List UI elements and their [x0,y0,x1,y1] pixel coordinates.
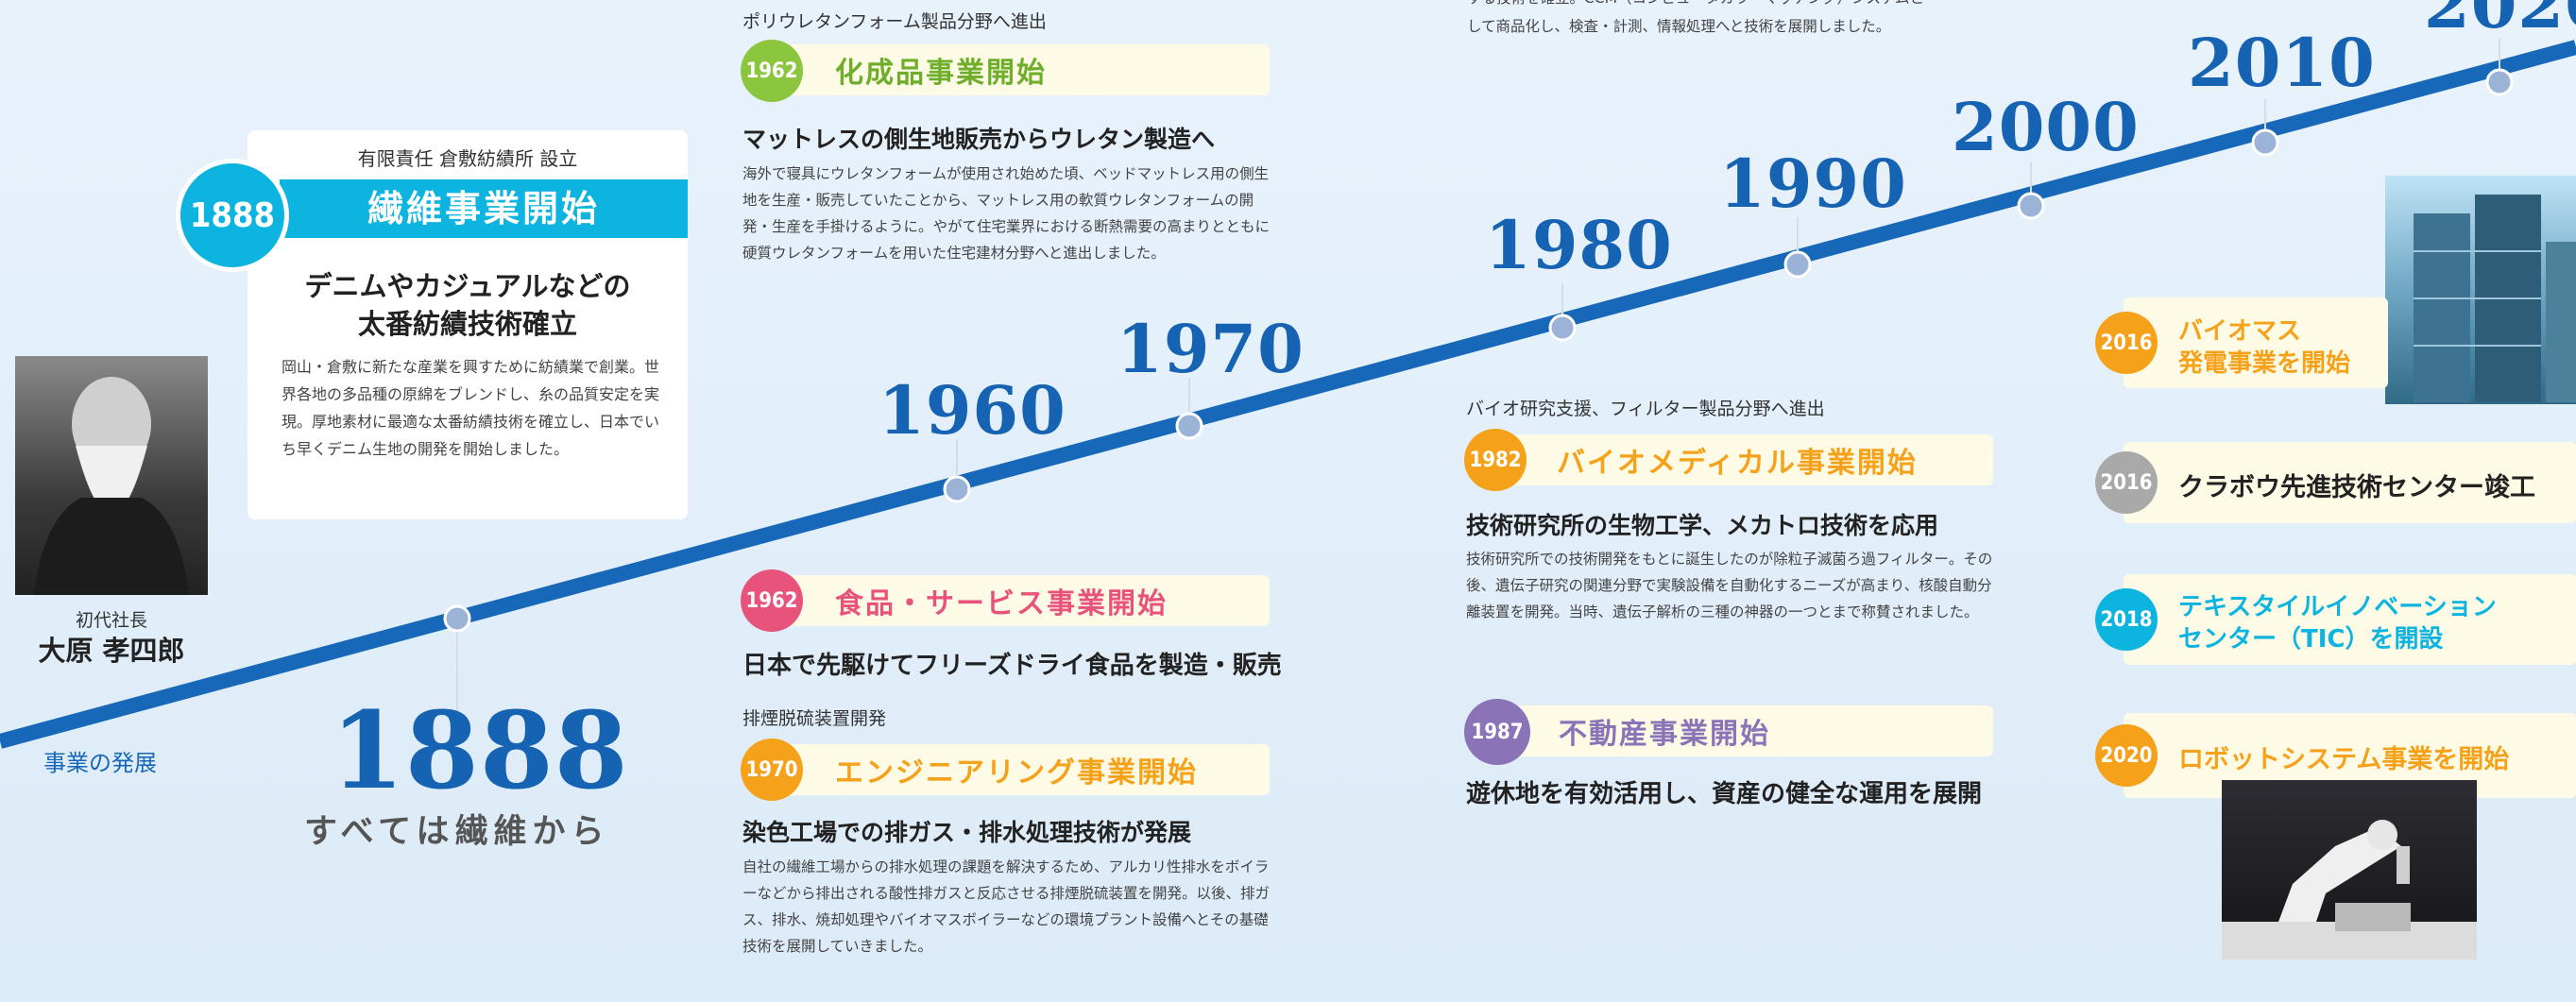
pin-2010 [2264,99,2266,144]
node-1980 [1548,314,1577,342]
node-1888 [443,604,471,633]
founder-portrait [15,356,208,595]
recent-1-badge: 2016 [2095,312,2158,374]
year-2020: 2020 [2424,0,2576,43]
recent-3-title-1: テキスタイルイノベーション [2178,593,2497,621]
pin-1980 [1561,283,1563,329]
founding-heading-2: 太番紡績技術確立 [357,308,577,340]
recent-1-title-2: 発電事業を開始 [2178,349,2351,378]
chem-badge: 1962 [741,40,803,102]
node-1970 [1175,412,1203,440]
engineering-body: 自社の繊維工場からの排水処理の課題を解決するため、アルカリ性排水をボイラーなどか… [742,858,1271,955]
recent-3-badge: 2018 [2095,588,2158,651]
chem-title: 化成品事業開始 [835,57,1047,90]
year-1990: 1990 [1719,144,1907,223]
recent-1-title-bar [2124,297,2388,388]
recent-4-badge: 2020 [2095,724,2158,787]
bio-subtitle: バイオ研究支援、フィルター製品分野へ進出 [1466,399,1825,419]
year-1960: 1960 [879,371,1066,450]
pin-2020 [2499,38,2500,83]
realestate-title-bar [1491,705,1993,756]
top-left-cut-text: ポリウレタンフォーム製品分野へ進出 [742,11,1047,32]
biomass-plant-illustration [2414,195,2576,402]
robot-photo [2222,780,2477,960]
chem-body: 海外で寝具にウレタンフォームが使用され始めた頃、ベッドマットレス用の側生地を生産… [742,165,1271,262]
recent-3-title-bar [2124,574,2576,665]
bio-badge: 1982 [1464,429,1527,491]
engineering-title-bar [767,744,1270,795]
founding-body: 岡山・倉敷に新たな産業を興すために紡績業で創業。世界各地の多品種の原綿をブレンド… [281,358,660,458]
chem-heading: マットレスの側生地販売からウレタン製造へ [742,126,1216,153]
pin-1990 [1797,217,1799,264]
year-1970: 1970 [1117,310,1305,388]
node-1960 [943,475,971,503]
bio-title: バイオメディカル事業開始 [1557,447,1918,480]
biomass-plant-photo [2385,176,2576,404]
pin-1970 [1188,378,1190,425]
node-2000 [2017,192,2045,220]
bio-title-bar [1491,434,1993,485]
year-2010: 2010 [2188,24,2376,102]
pin-1960 [956,439,958,486]
realestate-heading: 遊休地を有効活用し、資産の健全な運用を展開 [1466,780,1983,808]
pin-2000 [2030,162,2032,208]
engineering-badge: 1970 [741,739,803,801]
node-2020 [2485,68,2514,96]
year-1980: 1980 [1485,206,1673,284]
president-label: 初代社長 [75,610,147,631]
pin-1888 [456,623,458,746]
node-2010 [2251,128,2279,157]
food-heading: 日本で先駆けてフリーズドライ食品を製造・販売 [742,652,1282,680]
engineering-heading: 染色工場での排ガス・排水処理技術が発展 [742,819,1192,846]
top-right-cut-text-1: する技術を確立。CCM（コンピュータカラーマッチング）システムと [1467,0,1924,8]
engineering-subtitle: 排煙脱硫装置開発 [742,708,887,729]
food-title-bar [767,575,1270,626]
founder-silhouette [34,377,189,595]
food-badge: 1962 [741,569,803,632]
realestate-badge: 1987 [1464,699,1530,765]
robot-arm-illustration [2222,820,2477,960]
year-2000: 2000 [1952,88,2140,166]
chem-title-bar [767,44,1270,95]
node-1990 [1783,250,1812,279]
food-title: 食品・サービス事業開始 [835,587,1168,620]
recent-2-badge: 2016 [2095,451,2158,514]
founding-title-bar [280,179,688,238]
bio-heading: 技術研究所の生物工学、メカトロ技術を応用 [1466,512,1939,539]
recent-2-title-bar [2124,442,2576,523]
realestate-title: 不動産事業開始 [1559,718,1770,751]
top-right-cut-text-2: して商品化し、検査・計測、情報処理へと技術を展開しました。 [1467,18,1891,35]
bio-body: 技術研究所での技術開発をもとに誕生したのが除粒子滅菌ろ過フィルター。その後、遺伝… [1466,551,1993,620]
section-label: 事業の発展 [43,750,157,776]
president-name: 大原 孝四郎 [38,635,185,667]
founding-tagline: すべては繊維から [304,813,610,851]
recent-1-title-1: バイオマス [2178,317,2302,346]
engineering-title: エンジニアリング事業開始 [835,756,1198,790]
recent-2-title: クラボウ先進技術センター竣工 [2178,473,2535,502]
recent-4-title: ロボットシステム事業を開始 [2178,745,2510,774]
founding-heading-1: デニムやカジュアルなどの [304,270,631,302]
founding-year-badge: 1888 [176,159,289,272]
founding-big-year: 1888 [331,689,629,813]
recent-3-title-2: センター（TIC）を開設 [2178,625,2444,654]
founding-subtitle: 有限責任 倉敷紡績所 設立 [357,147,578,170]
founding-title: 繊維事業開始 [367,188,600,229]
